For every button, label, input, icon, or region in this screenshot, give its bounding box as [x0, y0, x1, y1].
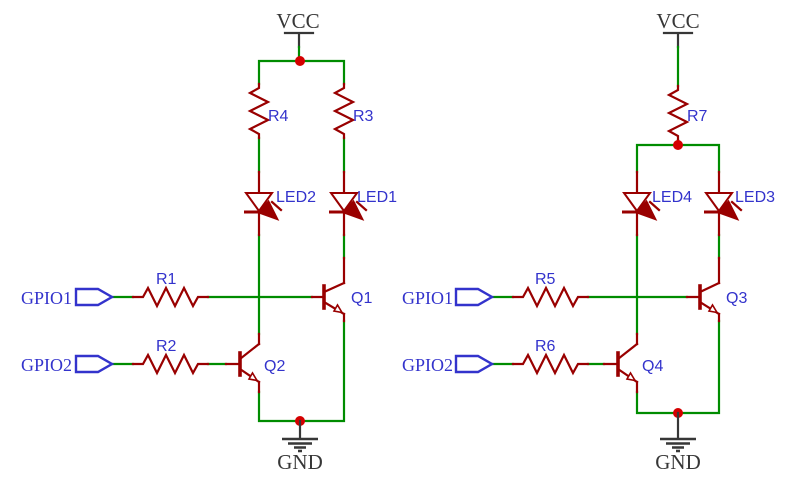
gpio-connector-icon [74, 287, 115, 307]
vcc-symbol-right: VCC [656, 9, 700, 49]
gnd-bars-icon [282, 437, 318, 453]
resistor-R2: R2 [131, 338, 210, 376]
led-triangle-icon [622, 192, 652, 213]
vcc-bar-icon [662, 31, 694, 49]
gpio1-port-left: GPIO1 [21, 287, 115, 308]
led-label: LED3 [735, 189, 775, 206]
transistor-Q4: Q4 [602, 332, 663, 394]
resistor-R3: R3 [332, 82, 374, 140]
transistor-ce-icon [616, 342, 639, 384]
led-LED1: LED1 [329, 170, 397, 235]
resistor-label: R3 [353, 108, 374, 125]
resistor-body [247, 82, 271, 140]
vcc-bar-icon [283, 31, 315, 49]
gpio1-port-right: GPIO1 [402, 287, 495, 308]
vcc-symbol-left: VCC [276, 9, 320, 49]
resistor-label: R4 [268, 108, 289, 125]
gpio-label: GPIO2 [402, 355, 453, 375]
resistor-label: R6 [535, 338, 556, 355]
resistor-body [131, 352, 210, 376]
led-triangle-icon [244, 192, 274, 213]
resistor-label: R1 [156, 271, 177, 288]
resistor-R4: R4 [247, 82, 289, 140]
resistor-label: R7 [687, 108, 708, 125]
resistor-R6: R6 [511, 338, 590, 376]
gpio-connector-icon [454, 287, 495, 307]
gpio-connector-icon [454, 354, 495, 374]
vcc-label: VCC [276, 9, 319, 33]
gnd-bars-icon [660, 437, 696, 453]
led-light-arrows-icon [267, 202, 281, 218]
emitter-arrow-icon [707, 303, 719, 314]
gpio-label: GPIO2 [21, 355, 72, 375]
gpio-label: GPIO1 [402, 288, 453, 308]
transistor-label: Q2 [264, 358, 285, 375]
led-LED4: LED4 [622, 170, 692, 235]
gnd-symbol-left: GND [277, 419, 323, 474]
left-circuit: VCC R4 R3 LED2 LED1 [21, 9, 397, 474]
junction-dot [673, 140, 683, 150]
transistor-label: Q4 [642, 358, 663, 375]
resistor-body [511, 285, 590, 309]
gpio-connector-icon [74, 354, 115, 374]
emitter-arrow-icon [625, 371, 637, 382]
led-triangle-icon [704, 192, 734, 213]
right-circuit: VCC R7 LED4 LED3 GPIO1 [402, 9, 775, 474]
resistor-body [511, 352, 590, 376]
resistor-label: R5 [535, 271, 556, 288]
vcc-label: VCC [656, 9, 699, 33]
led-triangle-icon [329, 192, 359, 213]
transistor-ce-icon [238, 342, 261, 384]
emitter-arrow-icon [332, 303, 344, 314]
gnd-label: GND [277, 450, 323, 474]
led-light-arrows-icon [352, 202, 366, 218]
led-label: LED1 [357, 189, 397, 206]
transistor-leads [224, 332, 261, 394]
resistor-R5: R5 [511, 271, 590, 309]
resistor-label: R2 [156, 338, 177, 355]
led-light-arrows-icon [645, 202, 659, 218]
transistor-label: Q1 [351, 290, 372, 307]
resistor-body [666, 84, 690, 142]
resistor-body [332, 82, 356, 140]
gnd-label: GND [655, 450, 701, 474]
resistor-R1: R1 [131, 271, 210, 309]
led-LED3: LED3 [704, 170, 775, 235]
junction-dot [295, 56, 305, 66]
transistor-Q1: Q1 [310, 256, 372, 323]
emitter-arrow-icon [247, 371, 259, 382]
transistor-label: Q3 [726, 290, 747, 307]
resistor-R7: R7 [666, 84, 708, 142]
transistor-Q2: Q2 [224, 332, 285, 394]
led-label: LED4 [652, 189, 692, 206]
transistor-Q3: Q3 [685, 256, 747, 323]
transistor-leads [602, 332, 639, 394]
led-light-arrows-icon [727, 202, 741, 218]
gpio-label: GPIO1 [21, 288, 72, 308]
resistor-body [131, 285, 210, 309]
gnd-symbol-right: GND [655, 411, 701, 474]
gpio2-port-right: GPIO2 [402, 354, 495, 375]
led-LED2: LED2 [244, 170, 316, 235]
led-label: LED2 [276, 189, 316, 206]
gpio2-port-left: GPIO2 [21, 354, 115, 375]
